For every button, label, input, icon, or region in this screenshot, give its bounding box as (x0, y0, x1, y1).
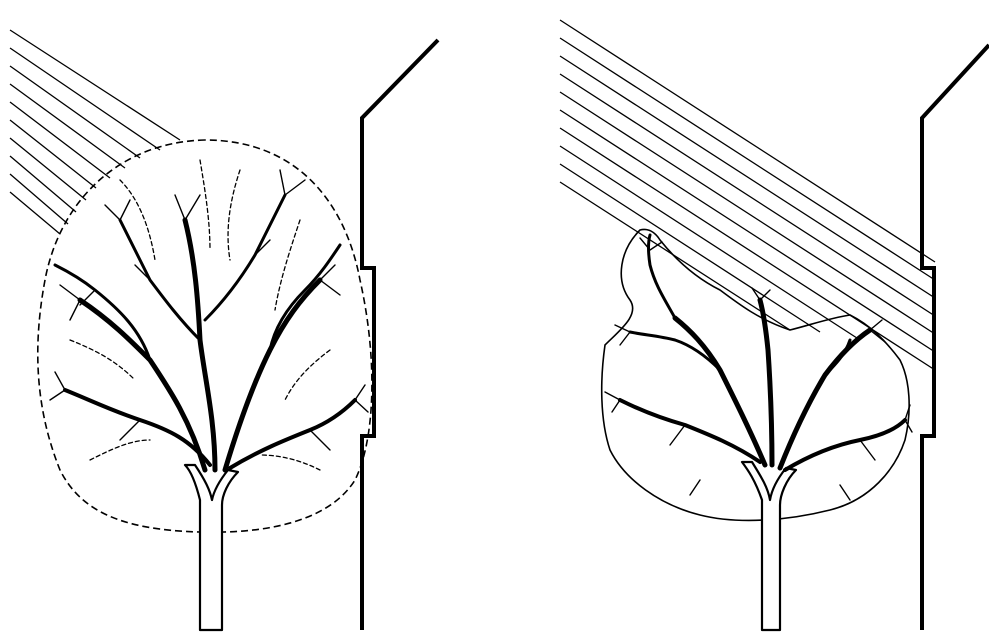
right-tree-branches (620, 235, 905, 470)
right-building-wall (922, 45, 989, 630)
left-panel (10, 30, 438, 630)
left-tree-branches (55, 195, 355, 470)
right-panel (560, 20, 989, 630)
left-tree-trunk (185, 465, 238, 630)
right-sun-rays (560, 20, 935, 370)
left-building-wall (362, 40, 438, 630)
right-tree-trunk (742, 462, 796, 630)
left-tree-crown (38, 140, 372, 532)
left-sun-rays (10, 30, 180, 234)
